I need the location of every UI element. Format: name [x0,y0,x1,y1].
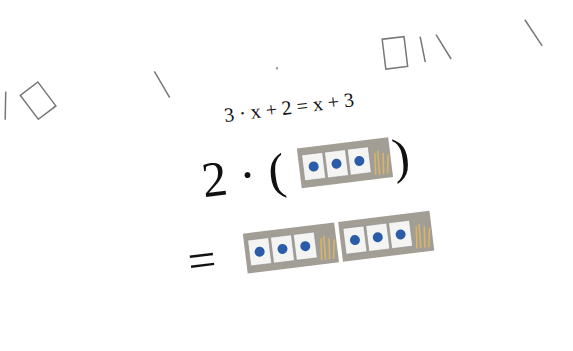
tile-symbol [382,37,407,69]
stick-symbol [436,33,451,60]
stick-symbol [420,36,425,62]
tile-photo [338,211,434,262]
stick-symbol [525,18,542,47]
factor-text: 2 · ( [199,145,288,205]
stick-symbol [154,70,169,99]
tile-photo [297,137,393,188]
stick-symbol [2,92,9,120]
tile-photo [243,222,339,273]
equals-sign: = [185,233,219,286]
tile-symbol [20,82,56,119]
equation-text: 3 · x + 2 = x + 3 [223,89,355,125]
dot-symbol [276,67,279,70]
bracket-text: ) [390,130,413,182]
